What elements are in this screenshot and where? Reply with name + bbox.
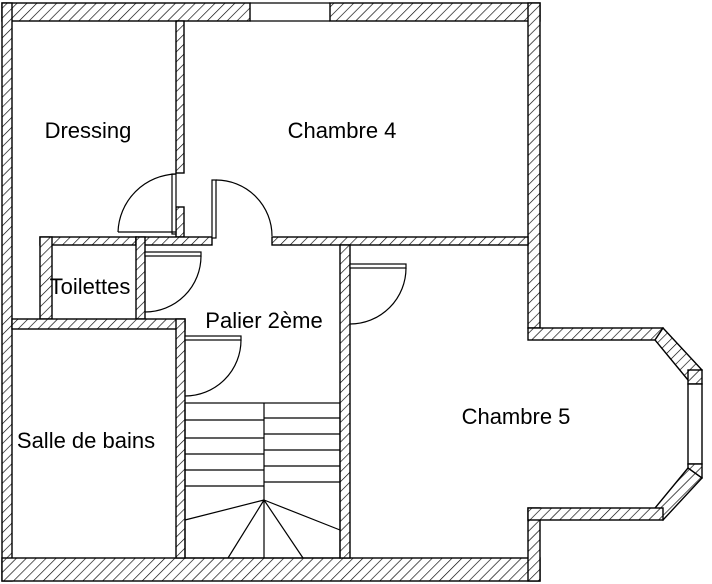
wall-dressing-chambre4-low <box>175 206 185 238</box>
door-leaf-salle-de-bains <box>184 335 242 341</box>
bay-wall-top <box>527 327 664 341</box>
door-swing-toilettes <box>144 255 202 313</box>
outer-wall-top-right <box>329 2 541 22</box>
door-swing-chambre4 <box>215 179 273 237</box>
winder-2 <box>227 499 265 559</box>
wall-mid-horizontal-left <box>39 236 137 246</box>
door-leaf-chambre5 <box>349 263 407 269</box>
winder-1 <box>184 499 265 521</box>
wall-palier-left <box>175 318 186 559</box>
label-salle-de-bains: Salle de bains <box>17 428 155 453</box>
outer-wall-right-upper <box>527 2 541 329</box>
label-palier: Palier 2ème <box>205 308 322 333</box>
door-leaf-dressing <box>171 173 177 235</box>
top-window <box>250 2 330 22</box>
wall-dressing-chambre4 <box>175 20 185 174</box>
outer-wall-bottom <box>1 557 541 582</box>
wall-palier-right <box>339 244 351 559</box>
label-chambre4: Chambre 4 <box>288 118 397 143</box>
bay-wall-bottom <box>527 507 664 521</box>
room-labels: Dressing Chambre 4 Toilettes Palier 2ème… <box>17 118 571 453</box>
wall-mid-horizontal-right <box>271 236 529 246</box>
door-leaf-chambre4 <box>211 179 217 239</box>
bay-wall-right-upper <box>687 369 703 385</box>
label-chambre5: Chambre 5 <box>462 404 571 429</box>
wall-toilettes-right <box>135 236 146 320</box>
bay-window <box>687 383 703 465</box>
door-swing-salle-de-bains <box>184 339 242 397</box>
door-swing-chambre5 <box>349 267 407 325</box>
label-toilettes: Toilettes <box>50 274 131 299</box>
staircase <box>184 402 341 559</box>
winder-4 <box>263 499 304 559</box>
door-swing-dressing <box>117 173 177 233</box>
doors <box>117 173 407 397</box>
wall-mid-horizontal-center <box>135 236 213 246</box>
door-leaf-toilettes <box>144 251 202 257</box>
outer-wall-top-left <box>1 2 251 22</box>
wall-toilettes-bottom <box>11 318 186 330</box>
label-dressing: Dressing <box>45 118 132 143</box>
outer-wall-left <box>1 2 13 582</box>
winder-5 <box>263 499 341 531</box>
